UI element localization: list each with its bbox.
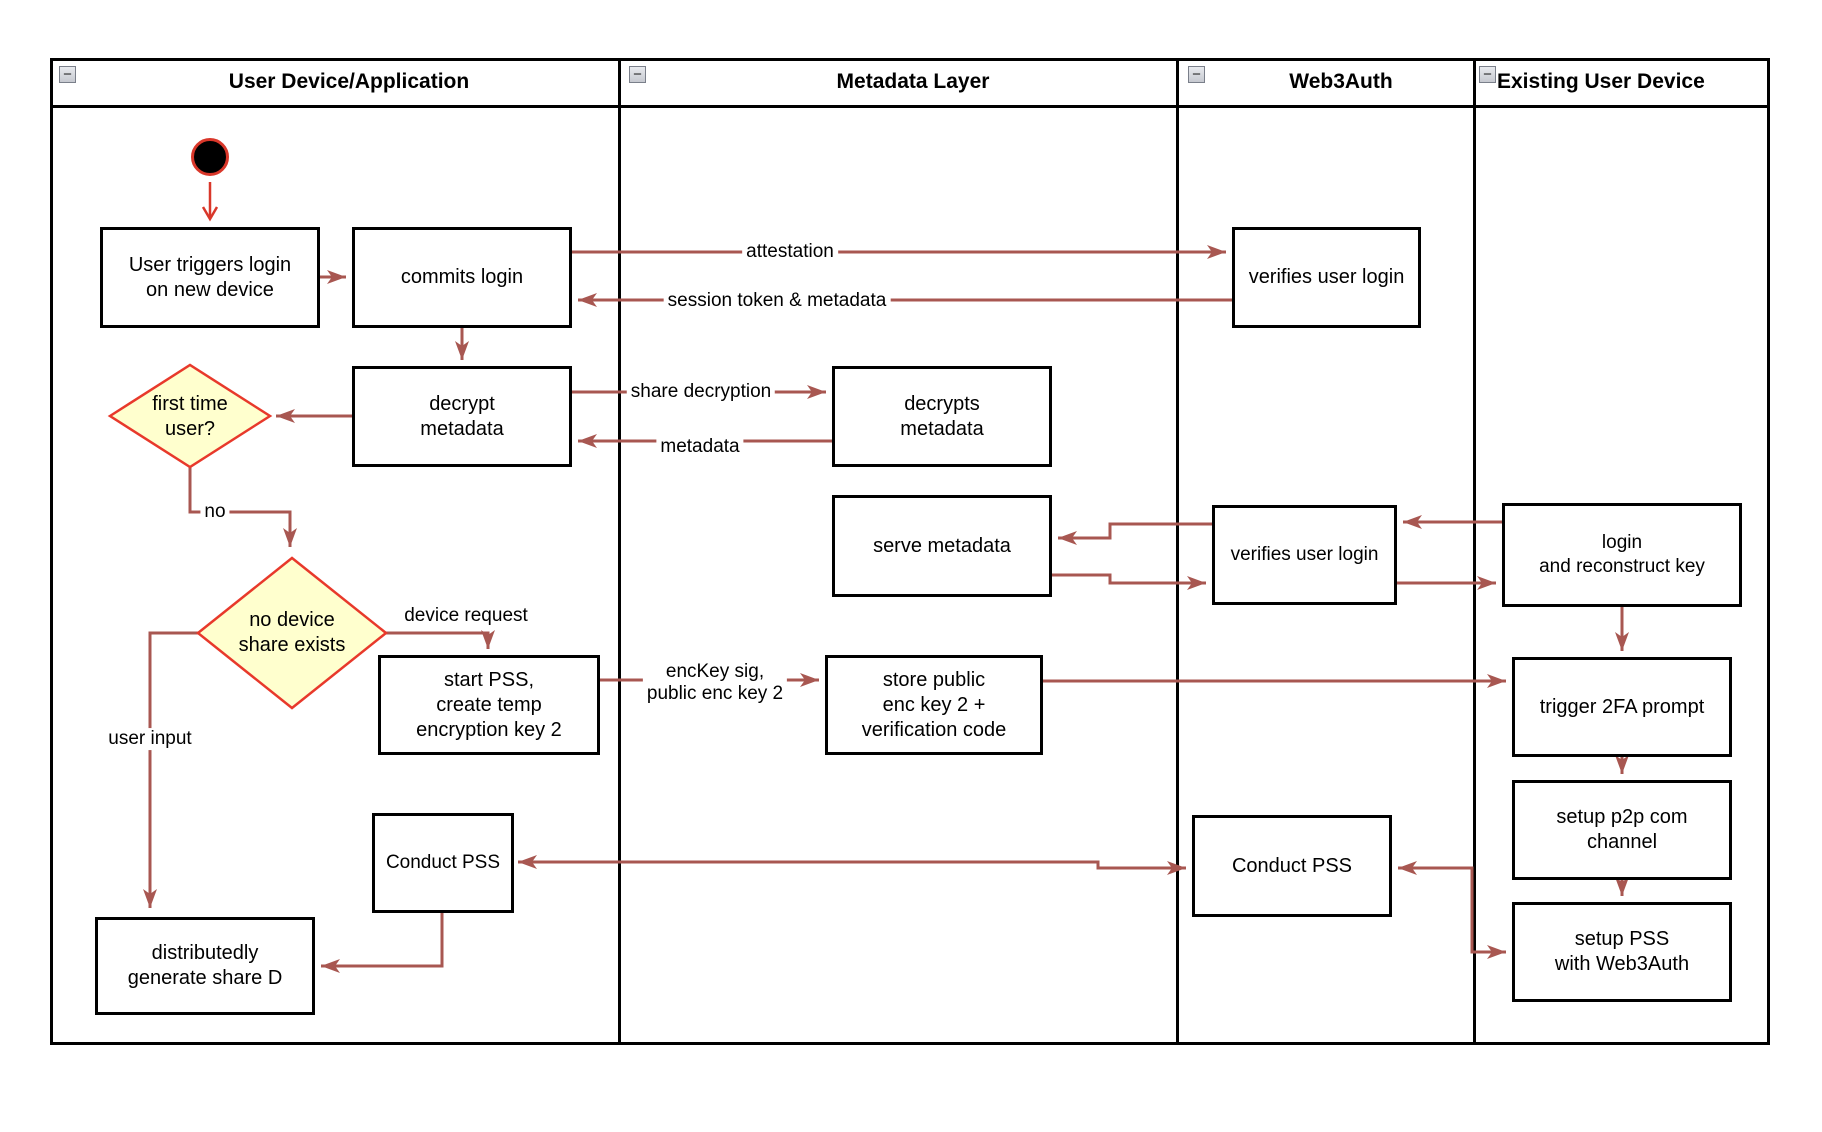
node-distributedly-generate-share-d: distributedly generate share D <box>95 917 315 1015</box>
edge-label-metadata: metadata <box>656 436 744 458</box>
node-setup-p2p-com-channel: setup p2p com channel <box>1512 780 1732 880</box>
collapse-icon[interactable]: − <box>629 66 646 83</box>
node-setup-pss-with-web3auth: setup PSS with Web3Auth <box>1512 902 1732 1002</box>
node-commits-login: commits login <box>352 227 572 328</box>
node-trigger-2fa-prompt: trigger 2FA prompt <box>1512 657 1732 757</box>
lane-divider-1 <box>618 58 621 1045</box>
node-user-triggers-login: User triggers login on new device <box>100 227 320 328</box>
decision-label-first-time-user: first time user? <box>152 393 228 440</box>
edge-label-session-token: session token & metadata <box>663 290 891 312</box>
pool-border <box>50 58 1770 1045</box>
lane-divider-3 <box>1473 58 1476 1045</box>
node-store-public-enc-key: store public enc key 2 + verification co… <box>825 655 1043 755</box>
edge-label-share-decryption: share decryption <box>626 381 776 403</box>
edge-label-device-request: device request <box>400 605 532 627</box>
lane-title-user-device: User Device/Application <box>228 70 470 93</box>
node-verifies-user-login-mid: verifies user login <box>1212 505 1397 605</box>
edge-label-no: no <box>200 501 230 523</box>
node-start-pss: start PSS, create temp encryption key 2 <box>378 655 600 755</box>
header-separator <box>50 105 1770 108</box>
lane-title-web3auth: Web3Auth <box>1289 70 1393 93</box>
node-conduct-pss-user-device: Conduct PSS <box>372 813 514 913</box>
node-serve-metadata: serve metadata <box>832 495 1052 597</box>
edge-label-user-input: user input <box>104 728 196 750</box>
collapse-icon[interactable]: − <box>1479 66 1496 83</box>
start-node <box>191 138 229 176</box>
collapse-icon[interactable]: − <box>1188 66 1205 83</box>
node-verifies-user-login-top: verifies user login <box>1232 227 1421 328</box>
decision-label-no-device-share: no device share exists <box>238 609 346 656</box>
node-conduct-pss-web3auth: Conduct PSS <box>1192 815 1392 917</box>
edge-label-attestation: attestation <box>742 241 838 263</box>
collapse-icon[interactable]: − <box>59 66 76 83</box>
lane-divider-2 <box>1176 58 1179 1045</box>
edge-label-enc-key: encKey sig, public enc key 2 <box>642 661 788 705</box>
node-login-and-reconstruct-key: login and reconstruct key <box>1502 503 1742 607</box>
node-decrypts-metadata: decrypts metadata <box>832 366 1052 467</box>
lane-title-metadata-layer: Metadata Layer <box>836 70 990 93</box>
lane-title-existing-user-device: Existing User Device <box>1497 70 1705 93</box>
node-decrypt-metadata: decrypt metadata <box>352 366 572 467</box>
